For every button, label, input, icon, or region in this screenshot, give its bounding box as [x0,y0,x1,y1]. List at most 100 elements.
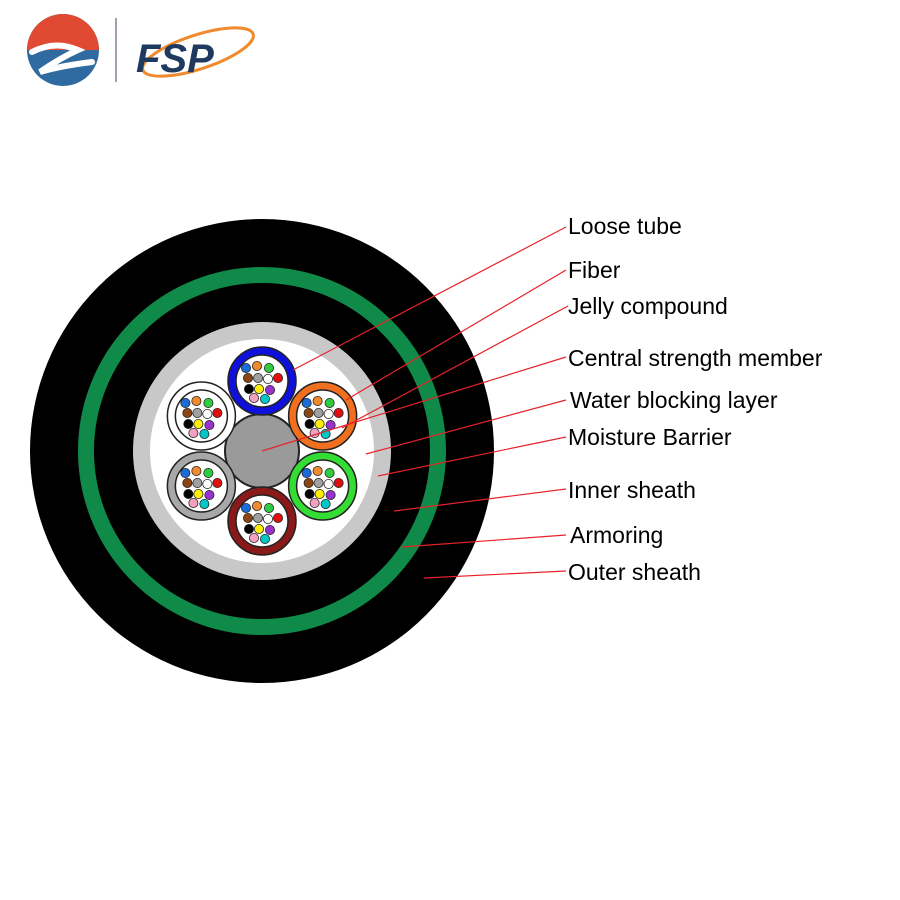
fiber [262,514,273,525]
logo-swoosh-icon [141,26,255,78]
fiber [304,418,315,429]
fiber [243,383,254,394]
fiber [313,407,324,418]
fiber [248,392,259,403]
fiber [312,465,323,476]
leader-line-fiber [345,269,567,401]
fiber [199,428,210,439]
leader-line-water-blocking-layer [365,399,567,455]
loose-tube-1 [227,346,297,416]
fiber [199,498,210,509]
fiber [180,397,191,408]
fiber [248,533,259,544]
logo-emblem-icon [27,14,99,86]
fiber [259,393,270,404]
fiber [325,489,336,500]
fiber [272,513,283,524]
fiber [188,497,199,508]
fiber [323,408,334,419]
fiber [323,478,334,489]
label-moisture-barrier: Moisture Barrier [568,424,732,450]
fiber [309,497,320,508]
label-outer-sheath: Outer sheath [568,559,701,585]
fiber [204,489,215,500]
fiber [324,397,335,408]
fiber [263,362,274,373]
fiber [202,408,213,419]
fiber [312,395,323,406]
armoring-layer [78,267,446,635]
fiber [242,513,253,524]
fiber [180,467,191,478]
loose-tube-3 [287,451,358,521]
fiber [240,362,251,373]
fiber [251,360,262,371]
loose-tube-2 [287,381,358,451]
fiber [251,500,262,511]
fiber [202,478,213,489]
label-loose-tube: Loose tube [568,213,682,239]
fiber [253,383,264,394]
fiber [193,488,204,499]
label-armoring: Armoring [570,522,663,548]
fiber [192,477,203,488]
fiber [240,502,251,513]
fiber [320,498,331,509]
loose-tube-6 [166,381,237,451]
fiber [192,407,203,418]
fiber [183,488,194,499]
fiber [314,488,325,499]
fiber [262,373,273,384]
fiber [324,467,335,478]
label-inner-sheath: Inner sheath [568,477,696,503]
fiber [304,488,315,499]
fiber [264,384,275,395]
leader-line-central-strength-member [261,356,567,452]
fiber [203,397,214,408]
fiber [313,477,324,488]
fiber [243,524,254,535]
label-jelly-compound: Jelly compound [568,293,728,319]
fiber [303,407,314,418]
label-water-blocking-layer: Water blocking layer [570,387,778,413]
label-central-strength-member: Central strength member [568,345,823,371]
leader-lines [261,226,569,579]
fiber [204,419,215,430]
fiber [301,467,312,478]
fiber [191,395,202,406]
label-fiber: Fiber [568,257,621,283]
leader-line-inner-sheath [393,488,567,512]
fiber [188,427,199,438]
fiber [303,477,314,488]
fiber [182,477,193,488]
fiber [264,525,275,536]
leader-line-loose-tube [292,226,567,371]
fiber [183,418,194,429]
leader-line-armoring [401,534,567,548]
leader-line-jelly-compound [341,305,569,429]
logo-text: FSP [136,37,214,81]
fiber [314,418,325,429]
fsp-logo: FSP [27,14,255,86]
fiber [182,407,193,418]
fiber [253,524,264,535]
fiber [272,372,283,383]
fiber [252,513,263,524]
fiber [333,477,344,488]
leader-line-moisture-barrier [377,436,567,477]
fiber [203,467,214,478]
fiber [259,534,270,545]
fiber [301,397,312,408]
fiber [263,502,274,513]
fiber [242,372,253,383]
fiber [212,477,223,488]
fiber [191,465,202,476]
leader-line-outer-sheath [423,570,567,579]
labels: Loose tube Fiber Jelly compound Central … [568,213,823,585]
loose-tubes [166,346,358,556]
loose-tube-5 [166,451,237,521]
fiber [193,418,204,429]
fiber [252,372,263,383]
fiber [333,407,344,418]
